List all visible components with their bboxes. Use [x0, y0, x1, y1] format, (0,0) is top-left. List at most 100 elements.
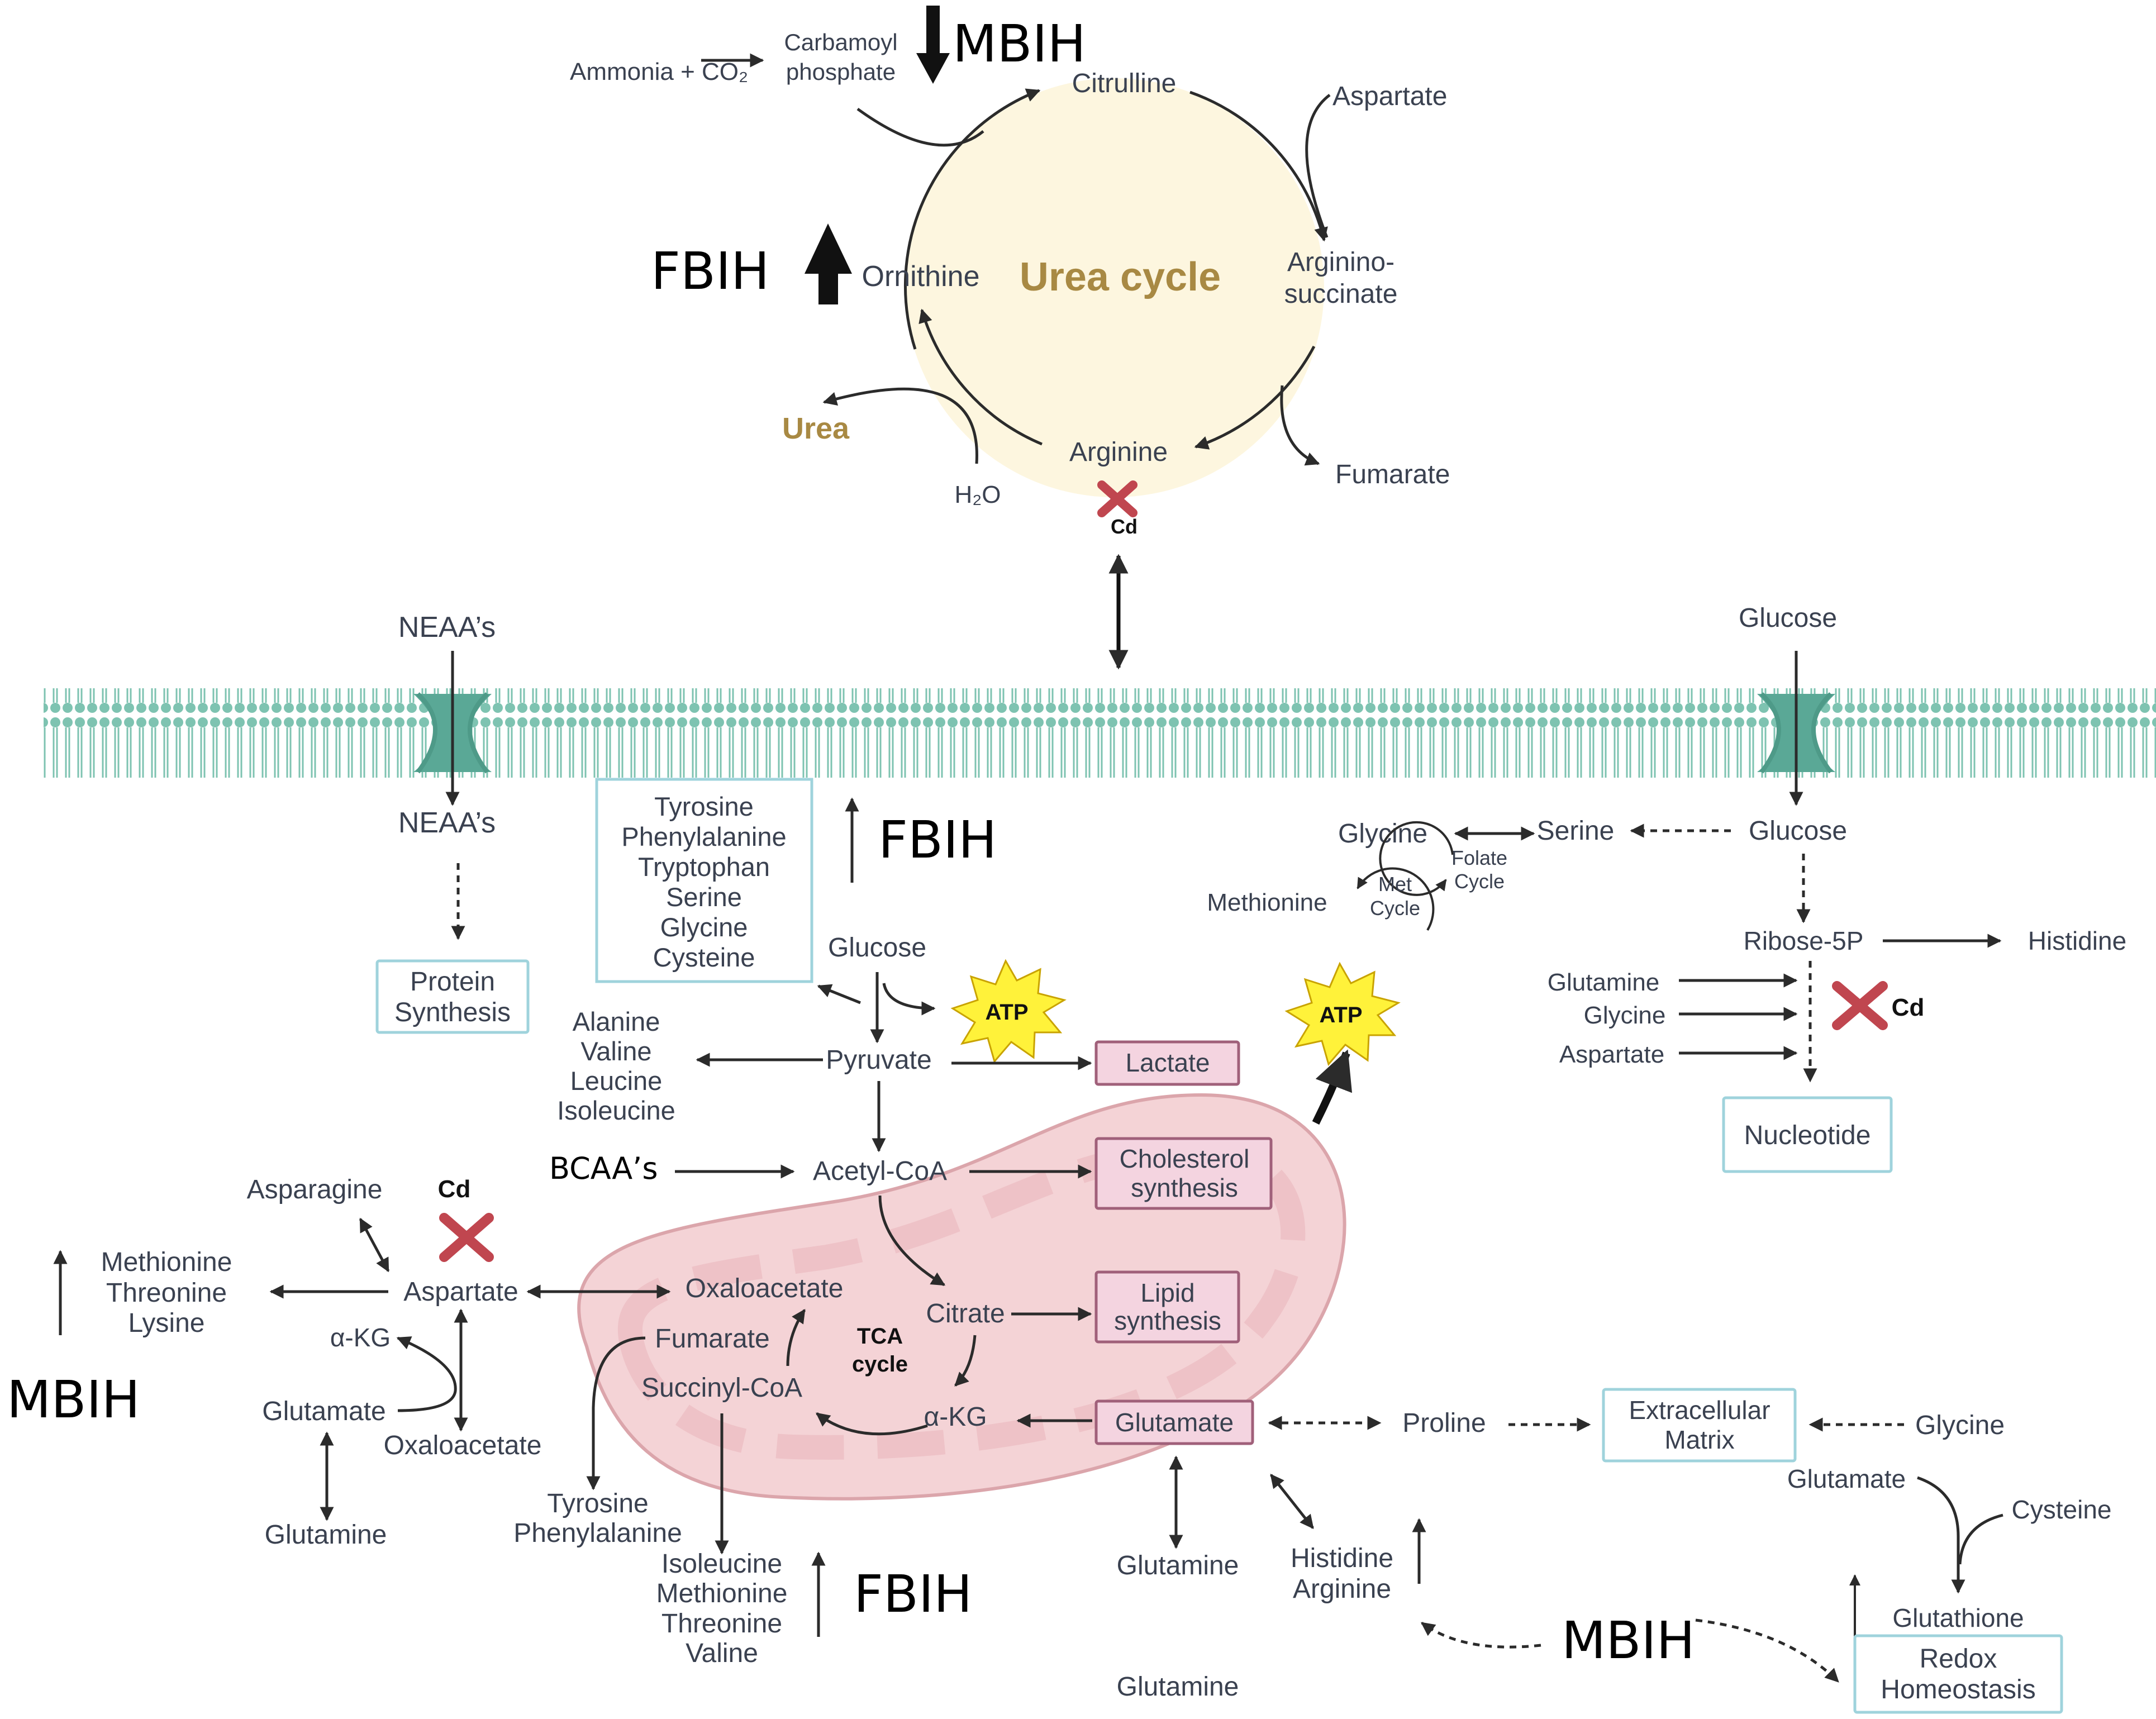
ile-group-item: Valine	[686, 1639, 758, 1668]
ile-group-item: Threonine	[661, 1609, 782, 1639]
alanine-group: Alanine Valine Leucine Isoleucine	[557, 1007, 675, 1125]
cd-inhibition-left	[439, 1213, 494, 1262]
aromatic-aa-box	[595, 778, 813, 983]
met-cycle: Met Cycle	[1357, 867, 1435, 931]
neaa-inside-label: NEAA’s	[398, 807, 496, 839]
redox-homeostasis-box	[1853, 1634, 2063, 1714]
ornithine-label: Ornithine	[862, 260, 980, 293]
histidine-right-label: Histidine	[2028, 926, 2126, 955]
cd-label-urea: Cd	[1111, 515, 1138, 538]
cd-inhibition-urea	[1097, 480, 1138, 517]
nucleotide-label: Nucleotide	[1744, 1121, 1871, 1150]
met-cycle-label-1: Met	[1378, 873, 1412, 896]
acetyl-coa-label: Acetyl-CoA	[813, 1156, 947, 1186]
protein-synthesis-box	[375, 959, 530, 1034]
fumarate-urea-label: Fumarate	[1335, 460, 1450, 489]
argininosuccinate-label-1: Arginino-	[1287, 247, 1395, 277]
akg-left-label: α-KG	[330, 1323, 391, 1352]
lipid-synthesis-box	[1094, 1270, 1240, 1344]
glutamine-left-label: Glutamine	[265, 1520, 387, 1550]
alanine-item: Alanine	[573, 1007, 660, 1036]
met-group-item: Threonine	[106, 1278, 227, 1308]
arginine-urea-label: Arginine	[1069, 437, 1168, 467]
glucose-right-label: Glucose	[1749, 816, 1847, 846]
aa-list-item: Serine	[666, 882, 742, 912]
glutamine-right-label-1: Glutamine	[1117, 1551, 1239, 1580]
atp-label-2: ATP	[1319, 1003, 1362, 1027]
met-group-item: Lysine	[128, 1308, 205, 1338]
protein-label-2: Synthesis	[394, 998, 511, 1027]
his-arg-item: Arginine	[1293, 1574, 1391, 1604]
ammonia-label: Ammonia + CO₂	[570, 58, 748, 85]
nucleotide-input: Glutamine	[1548, 969, 1660, 996]
mbih-down-arrow	[916, 6, 950, 84]
aa-list-item: Tyrosine	[654, 792, 754, 821]
glutamate-right-label: Glutamate	[1787, 1464, 1906, 1493]
succinyl-coa-label: Succinyl-CoA	[641, 1373, 802, 1403]
alanine-item: Isoleucine	[557, 1096, 675, 1125]
alanine-item: Leucine	[570, 1066, 663, 1096]
cd-label-left: Cd	[438, 1175, 471, 1203]
protein-label-1: Protein	[410, 967, 495, 997]
proline-label: Proline	[1402, 1408, 1486, 1438]
glucose-glycolysis-label: Glucose	[828, 933, 926, 963]
cd-label-right: Cd	[1892, 994, 1925, 1021]
redox-label-2: Homeostasis	[1881, 1675, 2035, 1704]
fumarate-tca-label: Fumarate	[655, 1324, 769, 1354]
lipid-label-2: synthesis	[1114, 1306, 1221, 1335]
asparagine-label: Asparagine	[247, 1175, 383, 1204]
urea-cycle-title: Urea cycle	[1020, 255, 1221, 299]
folate-cycle-label-1: Folate	[1451, 846, 1507, 869]
cell-membrane: NEAA’s Glucose	[44, 603, 2156, 806]
ile-group-item: Isoleucine	[661, 1549, 782, 1579]
methionine-right-label: Methionine	[1207, 889, 1327, 916]
met-group-item: Methionine	[101, 1247, 232, 1277]
nucleotide-inputs: Glutamine Glycine Aspartate	[1548, 969, 1666, 1068]
atp-burst-2: ATP	[1284, 961, 1401, 1066]
atp-label-1: ATP	[985, 1000, 1028, 1025]
extracellular-matrix-box	[1602, 1388, 1797, 1463]
tca-label-2: cycle	[852, 1352, 908, 1377]
cholesterol-label-1: Cholesterol	[1120, 1144, 1250, 1173]
folate-cycle: Folate Cycle	[1379, 821, 1507, 896]
glucose-outside-label: Glucose	[1739, 603, 1837, 633]
ribose-label: Ribose-5P	[1744, 926, 1864, 955]
redox-label-1: Redox	[1920, 1644, 1997, 1674]
urea-cycle: Ammonia + CO₂ Carbamoyl phosphate MBIH C…	[570, 6, 1450, 670]
tyr-group-item: Phenylalanine	[513, 1518, 682, 1548]
mbih-label-left: MBIH	[7, 1370, 140, 1430]
serine-label: Serine	[1537, 816, 1615, 846]
glycine-ecm-label: Glycine	[1915, 1411, 2005, 1440]
carbamoyl-label-1: Carbamoyl	[784, 29, 897, 55]
oxaloacetate-left-label: Oxaloacetate	[384, 1431, 542, 1460]
argininosuccinate-label-2: succinate	[1284, 279, 1398, 309]
urea-cycle-circle	[905, 78, 1324, 497]
nucleotide-input: Aspartate	[1559, 1041, 1664, 1068]
fbih-up-arrow	[805, 223, 852, 304]
fbih-label-aa: FBIH	[878, 810, 997, 870]
lactate-box	[1094, 1040, 1240, 1086]
aspartate-urea-label: Aspartate	[1332, 82, 1447, 111]
aa-list-item: Glycine	[660, 912, 748, 942]
citrate-label: Citrate	[926, 1299, 1005, 1328]
mbih-label-bottom: MBIH	[1562, 1611, 1695, 1670]
aa-list-item: Cysteine	[653, 942, 755, 972]
glutathione-label: Glutathione	[1892, 1603, 2024, 1632]
carbamoyl-label-2: phosphate	[786, 59, 896, 85]
cholesterol-box	[1094, 1137, 1273, 1210]
glutamate-box-label: Glutamate	[1115, 1408, 1234, 1437]
ecm-label-2: Matrix	[1664, 1425, 1734, 1454]
bcaa-label: BCAA’s	[549, 1151, 658, 1186]
aa-list-item: Tryptophan	[638, 852, 770, 882]
neaa-outside-label: NEAA’s	[398, 611, 496, 644]
mbih-label-top: MBIH	[953, 14, 1086, 74]
water-label: H₂O	[954, 481, 1001, 508]
pyruvate-label: Pyruvate	[826, 1045, 931, 1075]
tca-label-1: TCA	[857, 1324, 903, 1349]
nucleotide-box	[1722, 1096, 1893, 1173]
cholesterol-label-2: synthesis	[1131, 1173, 1238, 1202]
cd-inhibition-right	[1832, 981, 1888, 1030]
ile-group: Isoleucine Methionine Threonine Valine	[656, 1549, 788, 1668]
lipid-label-1: Lipid	[1140, 1278, 1194, 1307]
